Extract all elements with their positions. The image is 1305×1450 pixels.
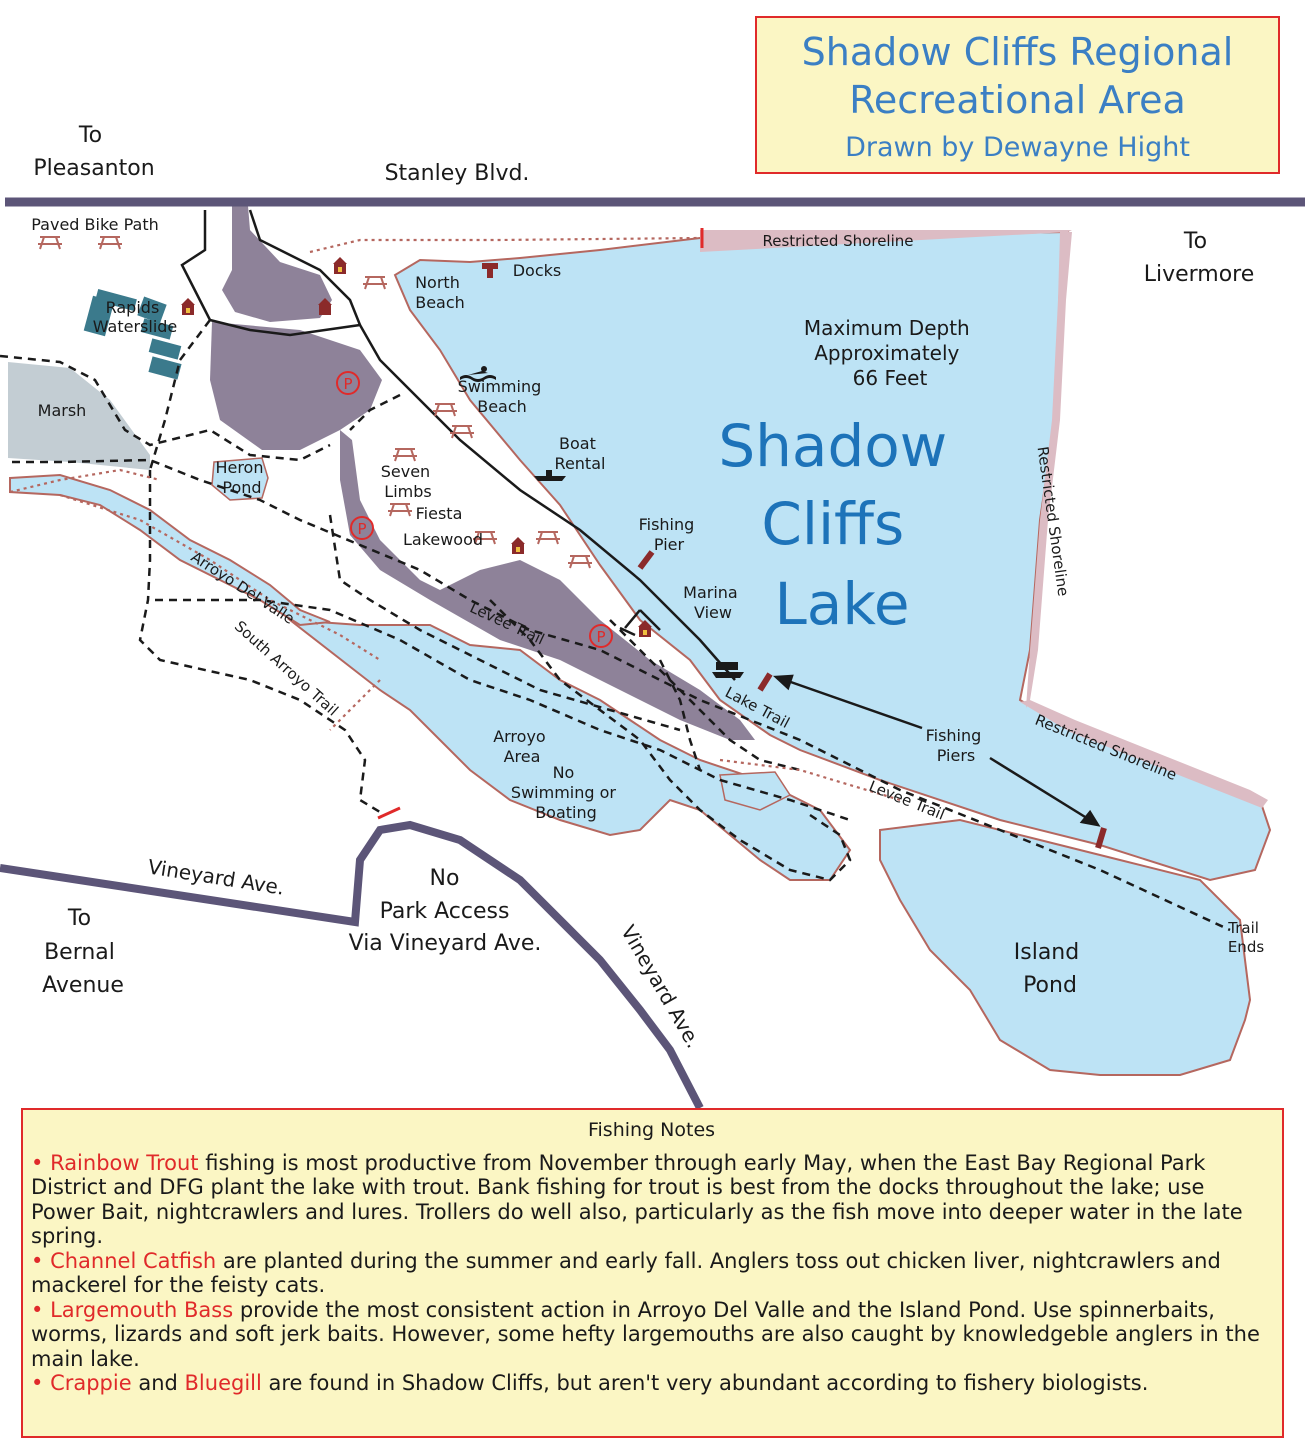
marina-boat-icon: [712, 662, 744, 678]
no-swimming-label: No Swimming or Boating: [511, 763, 621, 822]
fishing-pier-arrows: [772, 674, 1101, 827]
arroyo-area-water: [286, 618, 852, 881]
marina-view-label: Marina View: [683, 583, 743, 622]
fishing-pier-label: Fishing Pier: [639, 515, 700, 554]
restroom-icons: [181, 257, 652, 637]
trail-ends-label: Trail Ends: [1227, 919, 1264, 956]
marsh-area: [8, 362, 150, 470]
fiesta-label: Fiesta: [416, 504, 463, 523]
paved-bike-path-label: Paved Bike Path: [31, 215, 158, 234]
vineyard-ave-road: [0, 820, 704, 1110]
parking-lot-north: [222, 206, 332, 322]
piers: [482, 263, 1107, 849]
marsh-label: Marsh: [38, 401, 87, 420]
park-roads: [180, 209, 736, 681]
map-title: Shadow Cliffs Regional Recreational Area: [801, 30, 1234, 122]
arroyo-area-label: Arroyo Area: [493, 727, 551, 766]
boat-icon: [534, 470, 566, 481]
lake-name-label: Shadow Cliffs Lake: [718, 412, 965, 638]
island-pond-label: Island Pond: [1014, 940, 1086, 998]
parking-symbol: P: [596, 628, 605, 646]
max-depth-label: Maximum Depth Approximately 66 Feet: [804, 316, 976, 390]
docks-label: Docks: [513, 261, 562, 280]
gates: [377, 228, 704, 820]
restricted-shoreline-north-label: Restricted Shoreline: [763, 232, 914, 250]
note-crappie-bluegill: • Crappie and Bluegill are found in Shad…: [31, 1371, 1149, 1395]
parking-icons: [336, 371, 613, 648]
island-pond-water: [879, 818, 1252, 1076]
main-lake: [393, 230, 1272, 882]
to-pleasanton-label: To Pleasanton: [33, 123, 154, 181]
heron-pond: [211, 457, 269, 501]
parking-symbol: P: [357, 520, 366, 538]
swimming-beach-label: Swimming Beach: [458, 377, 547, 416]
parking-symbol: P: [343, 375, 352, 393]
picnic-table-icons: [38, 236, 592, 569]
heron-pond-label: Heron Pond: [215, 458, 268, 497]
rapids-waterslide-label: Rapids Waterslide: [93, 298, 178, 336]
note-largemouth-bass: • Largemouth Bass provide the most consi…: [31, 1297, 1260, 1371]
to-bernal-label: To Bernal Avenue: [42, 906, 124, 998]
small-pond: [719, 771, 792, 811]
fishing-notes-title: Fishing Notes: [587, 1119, 716, 1141]
restricted-shoreline-east: [1026, 232, 1072, 708]
swimmer-icon: [460, 366, 496, 382]
park-map: P P P To Pleasanton Stanley Blvd. To Liv…: [0, 123, 1305, 1110]
parking-lot-main: [210, 322, 382, 450]
boat-rental-label: Boat Rental: [555, 434, 606, 473]
seven-limbs-label: Seven Limbs: [381, 462, 436, 501]
lakewood-label: Lakewood: [403, 530, 483, 549]
fishing-notes-box: Fishing Notes • Rainbow Trout fishing is…: [21, 1108, 1284, 1438]
waterslide-structures: [83, 289, 182, 380]
restricted-shoreline-north: [700, 230, 1072, 252]
no-park-access-label: No Park Access Via Vineyard Ave.: [349, 866, 542, 956]
fishing-piers-label: Fishing Piers: [926, 726, 987, 765]
note-channel-catfish: • Channel Catfish are planted during the…: [31, 1248, 1221, 1298]
stanley-blvd-label: Stanley Blvd.: [385, 161, 530, 186]
note-rainbow-trout: • Rainbow Trout fishing is most producti…: [31, 1150, 1243, 1249]
title-box: Shadow Cliffs Regional Recreational Area…: [755, 16, 1280, 174]
map-credit: Drawn by Dewayne Hight: [845, 132, 1190, 163]
north-beach-label: North Beach: [415, 273, 465, 312]
paved-bike-path: [9, 236, 901, 802]
to-livermore-label: To Livermore: [1144, 229, 1255, 287]
trails: [0, 319, 1231, 932]
restricted-shoreline-southeast: [1020, 700, 1268, 808]
